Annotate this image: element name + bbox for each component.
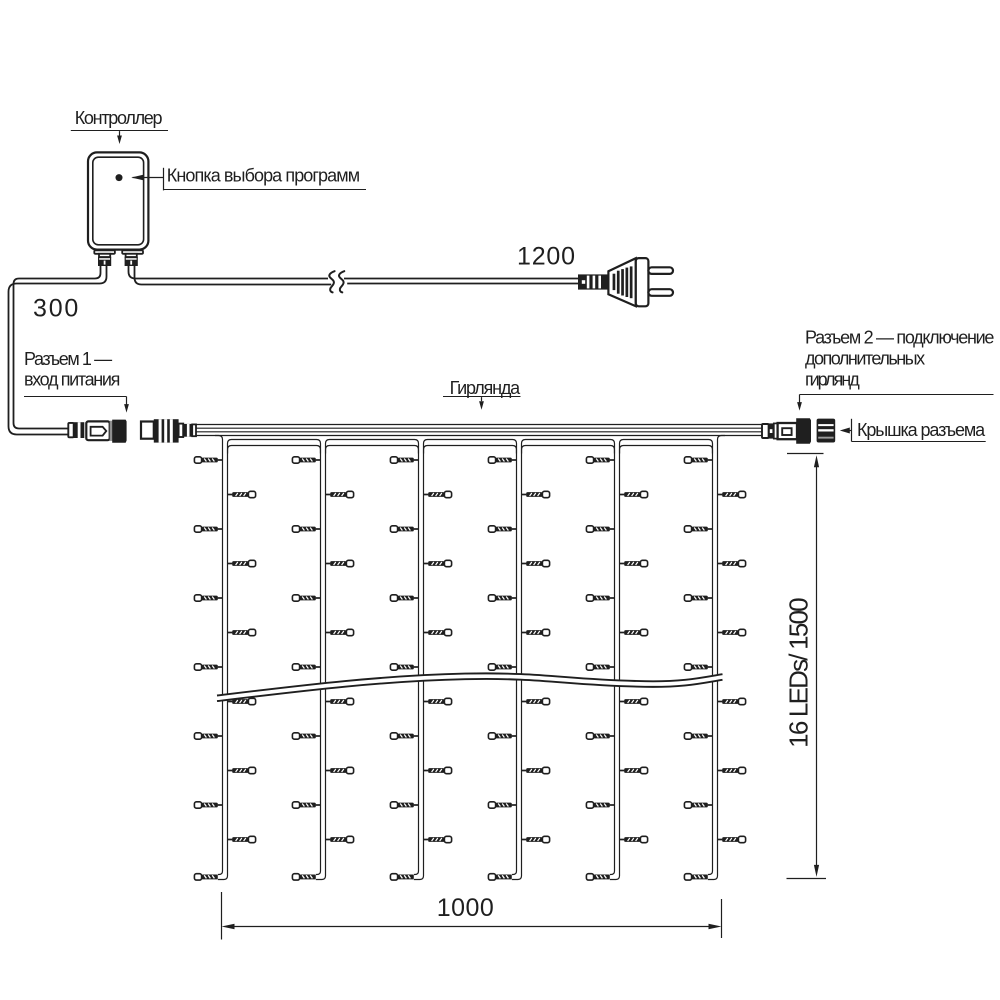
svg-text:Крышка разъема: Крышка разъема (857, 420, 986, 440)
svg-text:1000: 1000 (437, 894, 495, 922)
svg-text:вход питания: вход питания (24, 370, 120, 390)
svg-text:Разъем 1 —: Разъем 1 — (24, 349, 112, 369)
svg-text:Контроллер: Контроллер (75, 108, 163, 128)
svg-text:1200: 1200 (517, 243, 576, 271)
svg-text:дополнительных: дополнительных (805, 348, 925, 368)
svg-text:гирлянд: гирлянд (805, 369, 860, 389)
svg-text:Разъем 2 — подключение: Разъем 2 — подключение (805, 327, 994, 347)
svg-text:300: 300 (33, 294, 80, 322)
svg-text:Кнопка выбора программ: Кнопка выбора программ (167, 165, 360, 185)
svg-text:Гирлянда: Гирлянда (450, 378, 522, 398)
svg-text:16 LEDs/ 1500: 16 LEDs/ 1500 (784, 598, 814, 748)
